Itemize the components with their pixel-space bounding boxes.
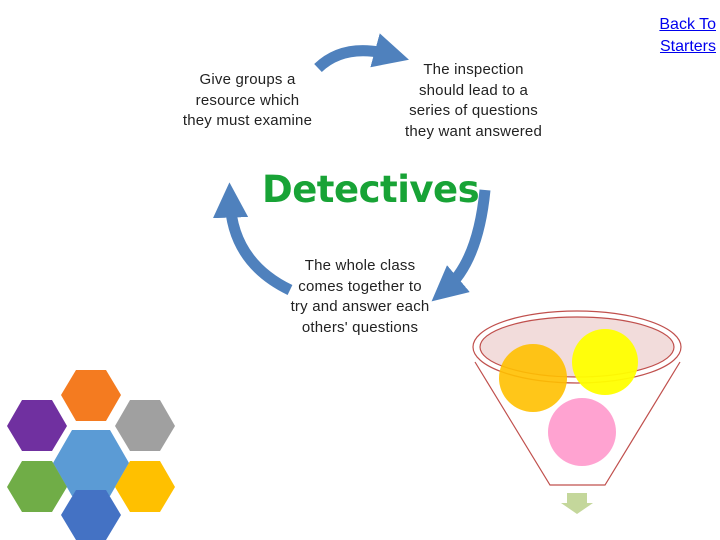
hexagon-cluster: [7, 370, 175, 540]
step-text-2: The inspection should lead to a series o…: [405, 61, 543, 140]
funnel-output-arrow: [561, 493, 593, 514]
back-to-starters-link[interactable]: Back To Starters: [659, 16, 716, 55]
arrow-right: [431, 189, 491, 302]
funnel-ball-pink: [548, 398, 616, 466]
funnel-ball-yellow: [572, 329, 638, 395]
funnel-ball-yellow-orange: [499, 344, 567, 412]
funnel-graphic: [472, 310, 682, 514]
hexagon-purple: [7, 400, 67, 451]
hexagon-darkblue: [61, 490, 121, 540]
hexagon-yellow: [115, 461, 175, 512]
diagram-title: Detectives: [262, 168, 480, 211]
hexagon-grey: [115, 400, 175, 451]
step-text-3: The whole class comes together to try an…: [290, 257, 430, 336]
hexagon-blue-center: [53, 430, 129, 496]
arrow-top: [314, 33, 409, 73]
arrow-left: [212, 182, 293, 295]
step-text-1: Give groups a resource which they must e…: [182, 71, 313, 129]
hexagon-green: [7, 461, 67, 512]
hexagon-orange: [61, 370, 121, 421]
